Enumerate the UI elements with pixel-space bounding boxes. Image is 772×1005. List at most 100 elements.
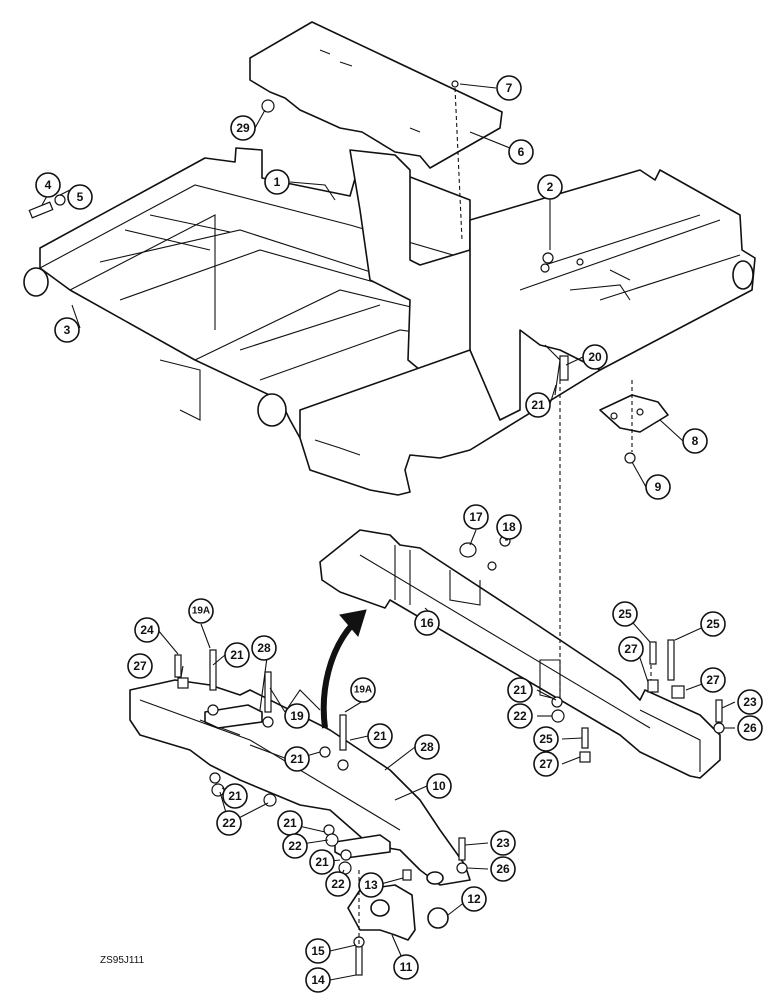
svg-text:28: 28 xyxy=(257,641,271,655)
callout-c19a1: 19A xyxy=(188,598,214,624)
callout-c21c: 21 xyxy=(367,723,393,749)
callout-c21e: 21 xyxy=(222,783,248,809)
callout-c25c: 25 xyxy=(533,726,559,752)
floor-plate xyxy=(249,21,503,169)
callout-c21f: 21 xyxy=(277,810,303,836)
svg-text:18: 18 xyxy=(502,520,516,534)
svg-text:12: 12 xyxy=(467,892,481,906)
svg-text:21: 21 xyxy=(228,789,242,803)
svg-text:26: 26 xyxy=(496,862,510,876)
svg-text:9: 9 xyxy=(655,480,662,494)
callout-c22d: 22 xyxy=(507,703,533,729)
svg-text:22: 22 xyxy=(288,839,302,853)
callout-c22b: 22 xyxy=(282,833,308,859)
svg-text:29: 29 xyxy=(236,121,250,135)
svg-text:17: 17 xyxy=(469,510,483,524)
mount-bracket xyxy=(599,394,669,464)
svg-text:14: 14 xyxy=(311,973,325,987)
svg-text:19A: 19A xyxy=(354,685,372,696)
callout-c25b: 25 xyxy=(700,611,726,637)
callout-c26a: 26 xyxy=(737,715,763,741)
callout-c6: 6 xyxy=(508,139,534,165)
svg-text:25: 25 xyxy=(539,732,553,746)
callout-c19a2: 19A xyxy=(350,677,376,703)
svg-text:23: 23 xyxy=(743,695,757,709)
svg-text:19A: 19A xyxy=(192,606,210,617)
callout-c3: 3 xyxy=(54,317,80,343)
pivot-bracket xyxy=(347,869,449,941)
svg-text:23: 23 xyxy=(496,836,510,850)
callout-c9: 9 xyxy=(645,474,671,500)
callout-c27c: 27 xyxy=(700,667,726,693)
hardware xyxy=(28,80,725,976)
wear-pad xyxy=(204,704,263,729)
callout-c7: 7 xyxy=(496,75,522,101)
drawing-code: ZS95J111 xyxy=(100,955,145,966)
svg-text:27: 27 xyxy=(133,659,147,673)
svg-text:22: 22 xyxy=(331,877,345,891)
assembly-arrow xyxy=(320,609,367,729)
callout-c26b: 26 xyxy=(490,856,516,882)
svg-text:25: 25 xyxy=(618,607,632,621)
svg-text:2: 2 xyxy=(547,180,554,194)
callout-c23b: 23 xyxy=(490,830,516,856)
callout-c1: 1 xyxy=(264,169,290,195)
callout-c21g: 21 xyxy=(309,849,335,875)
svg-text:4: 4 xyxy=(45,178,52,192)
callout-c23a: 23 xyxy=(737,689,763,715)
callout-c14: 14 xyxy=(305,967,331,993)
svg-text:21: 21 xyxy=(290,752,304,766)
svg-text:21: 21 xyxy=(230,648,244,662)
svg-text:27: 27 xyxy=(706,673,720,687)
svg-text:21: 21 xyxy=(315,855,329,869)
svg-text:26: 26 xyxy=(743,721,757,735)
svg-text:7: 7 xyxy=(506,81,513,95)
callout-c29: 29 xyxy=(230,115,256,141)
svg-text:13: 13 xyxy=(364,878,378,892)
svg-text:10: 10 xyxy=(432,779,446,793)
svg-text:21: 21 xyxy=(513,683,527,697)
callout-c17: 17 xyxy=(463,504,489,530)
alignment-lines xyxy=(358,87,652,945)
callout-c27d: 27 xyxy=(533,751,559,777)
callout-c11: 11 xyxy=(393,954,419,980)
callout-c4: 4 xyxy=(35,172,61,198)
svg-text:11: 11 xyxy=(400,960,413,974)
callout-c21h: 21 xyxy=(507,677,533,703)
callout-c27b: 27 xyxy=(618,636,644,662)
svg-text:6: 6 xyxy=(518,145,525,159)
callout-c19: 19 xyxy=(284,703,310,729)
svg-text:16: 16 xyxy=(420,616,434,630)
callout-c12: 12 xyxy=(461,886,487,912)
svg-text:19: 19 xyxy=(290,709,304,723)
undercarriage xyxy=(129,679,471,886)
callout-c5: 5 xyxy=(67,184,93,210)
callout-c13: 13 xyxy=(358,872,384,898)
axle-beam xyxy=(319,529,721,779)
svg-text:24: 24 xyxy=(140,623,154,637)
callout-c10: 10 xyxy=(426,773,452,799)
callout-c20: 20 xyxy=(582,344,608,370)
callout-c24: 24 xyxy=(134,617,160,643)
callout-c28a: 28 xyxy=(251,635,277,661)
svg-text:27: 27 xyxy=(539,757,553,771)
callout-c18: 18 xyxy=(496,514,522,540)
callout-c21b: 21 xyxy=(224,642,250,668)
svg-text:27: 27 xyxy=(624,642,638,656)
callout-c8: 8 xyxy=(682,428,708,454)
callout-c16: 16 xyxy=(414,610,440,636)
svg-text:3: 3 xyxy=(64,323,71,337)
svg-text:28: 28 xyxy=(420,740,434,754)
svg-text:1: 1 xyxy=(274,175,281,189)
callout-c22c: 22 xyxy=(325,871,351,897)
svg-text:21: 21 xyxy=(531,398,545,412)
svg-text:20: 20 xyxy=(588,350,602,364)
callout-c2: 2 xyxy=(537,174,563,200)
svg-text:22: 22 xyxy=(222,816,236,830)
callout-c25a: 25 xyxy=(612,601,638,627)
svg-text:15: 15 xyxy=(311,944,325,958)
svg-text:25: 25 xyxy=(706,617,720,631)
svg-text:8: 8 xyxy=(692,434,699,448)
